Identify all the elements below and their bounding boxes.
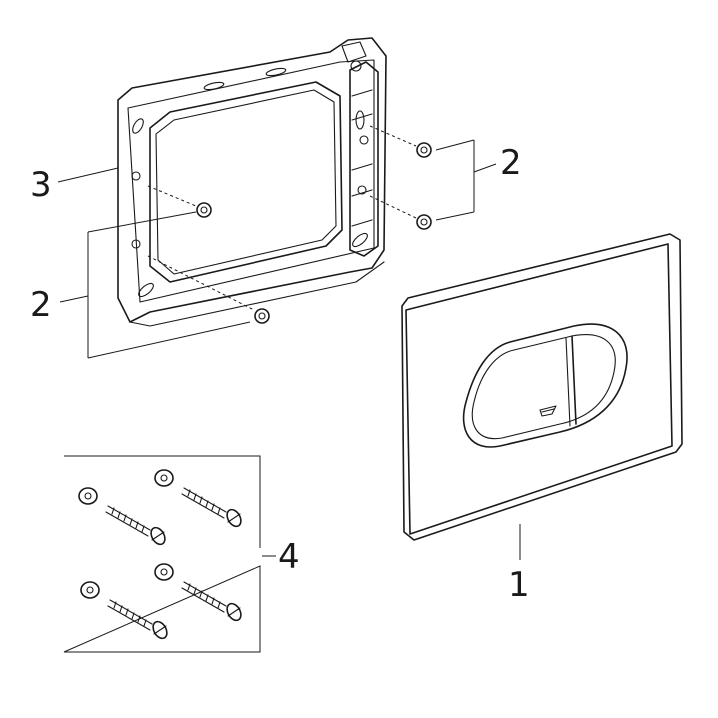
bracket-screws-right [435, 139, 497, 221]
water-drop-logo-icon [539, 405, 557, 417]
washer-2 [78, 487, 98, 505]
wood-screw-4 [107, 599, 168, 640]
mounting-frame [117, 37, 387, 327]
flush-plate [401, 233, 683, 541]
screw-right-bottom [369, 195, 432, 230]
screw-left-bottom [147, 255, 270, 324]
wood-screw-3 [181, 581, 242, 622]
wood-screw-1 [181, 487, 242, 528]
wood-screw-2 [105, 505, 166, 546]
label-fixing-set: 4 [278, 537, 300, 577]
label-frame: 3 [30, 165, 52, 205]
fixing-set-parts [78, 469, 242, 640]
fixing-set-box [63, 455, 276, 653]
screw-left-top [147, 185, 212, 218]
label-screws-left: 2 [30, 285, 52, 325]
washer-4 [80, 581, 100, 599]
screw-right-top [369, 125, 432, 158]
bracket-screws-left [59, 211, 251, 359]
label-screws-right: 2 [500, 143, 522, 183]
frame-screws [147, 125, 432, 324]
label-plate: 1 [508, 565, 530, 605]
washer-3 [154, 563, 174, 581]
washer-1 [154, 469, 174, 487]
leader-frame [57, 167, 119, 183]
